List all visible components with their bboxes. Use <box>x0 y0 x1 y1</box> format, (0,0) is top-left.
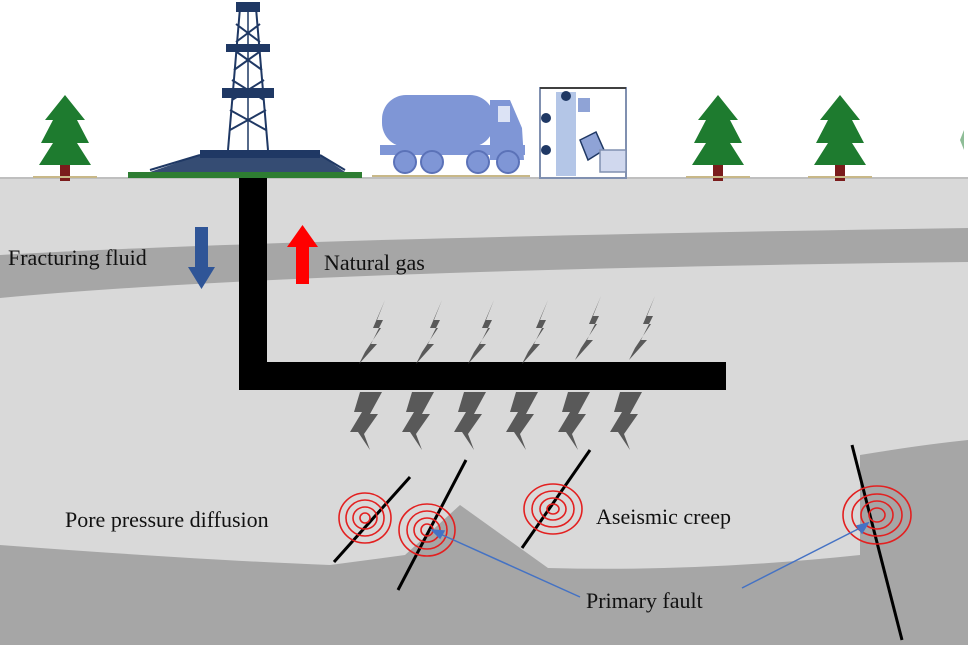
primary-fault-pointers <box>430 521 870 598</box>
gas-up-arrow-icon <box>287 225 318 284</box>
fracture-icon <box>558 392 590 450</box>
fracture-icon <box>359 300 385 364</box>
fault-line <box>396 459 468 591</box>
separator-unit-icon <box>539 87 627 179</box>
primary-fault-label: Primary fault <box>586 588 703 613</box>
tree-icon <box>686 95 750 181</box>
fracture-icon <box>454 392 486 450</box>
drilling-rig-icon <box>128 2 362 178</box>
fracture-icon <box>522 300 548 364</box>
fracture-icon <box>416 300 442 364</box>
fracture-icon <box>629 296 655 360</box>
wellbore <box>239 178 726 390</box>
fracture-icon <box>610 392 642 450</box>
deep-formation <box>0 440 968 645</box>
tree-icon-partial <box>960 130 964 150</box>
fracturing-fluid-label: Fracturing fluid <box>8 245 147 270</box>
aseismic-creep-label: Aseismic creep <box>596 504 731 529</box>
fracture-icon <box>402 392 434 450</box>
fluid-down-arrow-icon <box>188 227 215 289</box>
fault-line <box>850 444 904 641</box>
fractures-above <box>359 296 655 364</box>
fracture-icon <box>350 392 382 450</box>
fractures-below <box>350 392 642 450</box>
fault-line <box>332 476 412 563</box>
natural-gas-label: Natural gas <box>324 250 425 275</box>
tanker-truck-icon <box>372 95 530 177</box>
fracture-icon <box>468 300 494 364</box>
fracture-icon <box>575 296 601 360</box>
tree-icon <box>808 95 872 181</box>
seismic-rings-icon <box>338 483 912 557</box>
tree-icon <box>33 95 97 181</box>
pore-pressure-diffusion-label: Pore pressure diffusion <box>65 507 269 532</box>
fracture-icon <box>506 392 538 450</box>
